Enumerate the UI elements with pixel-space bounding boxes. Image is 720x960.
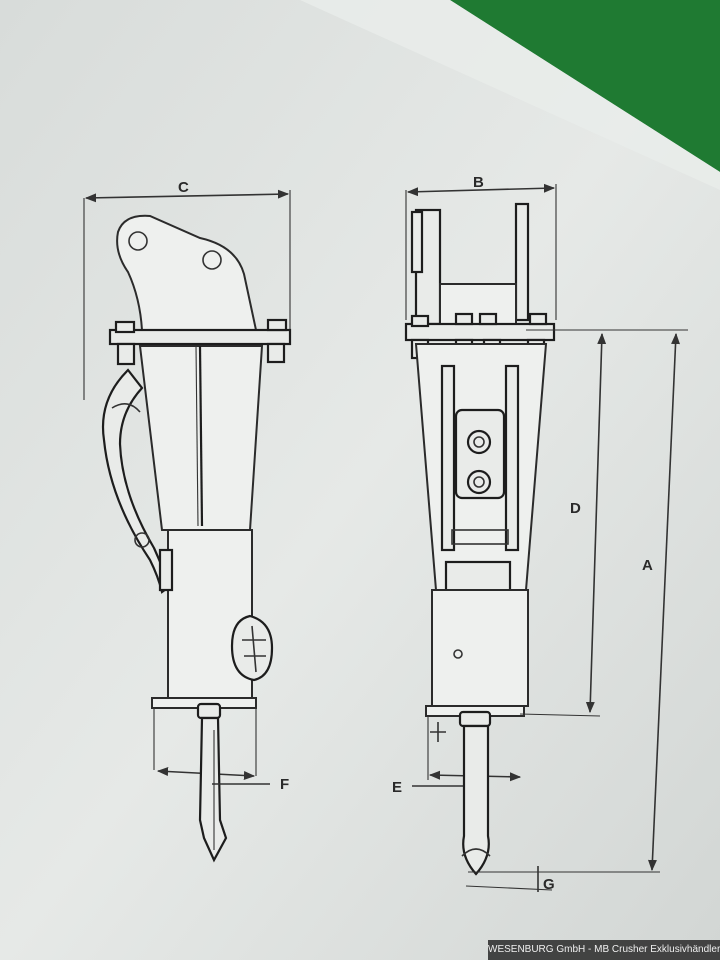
bracket-hole-lower <box>202 250 222 270</box>
front-port-lower <box>466 469 492 495</box>
front-bracket-ear-right <box>514 202 530 322</box>
dimension-label-d: D <box>570 500 581 517</box>
dimension-label-b: B <box>473 174 484 191</box>
side-view <box>83 189 292 863</box>
front-lower-cylinder <box>431 589 529 707</box>
front-view <box>404 183 688 892</box>
front-port-upper <box>466 429 492 455</box>
dimension-label-g: G <box>543 876 555 893</box>
side-chisel-tool <box>198 716 228 863</box>
white-banner-edge <box>300 0 720 190</box>
dimension-label-a: A <box>642 557 653 574</box>
dimension-label-c: C <box>178 179 189 196</box>
bracket-hole-upper <box>128 231 148 251</box>
side-top-flange <box>108 328 292 346</box>
dimension-label-e: E <box>392 779 402 796</box>
side-valve-knob <box>230 614 274 682</box>
dimension-label-f: F <box>280 776 289 793</box>
front-chisel-tool <box>462 724 490 876</box>
watermark-text: WESENBURG GmbH - MB Crusher Exklusivhänd… <box>488 940 720 960</box>
side-hose <box>102 368 172 594</box>
side-bracket-plate <box>116 214 258 331</box>
